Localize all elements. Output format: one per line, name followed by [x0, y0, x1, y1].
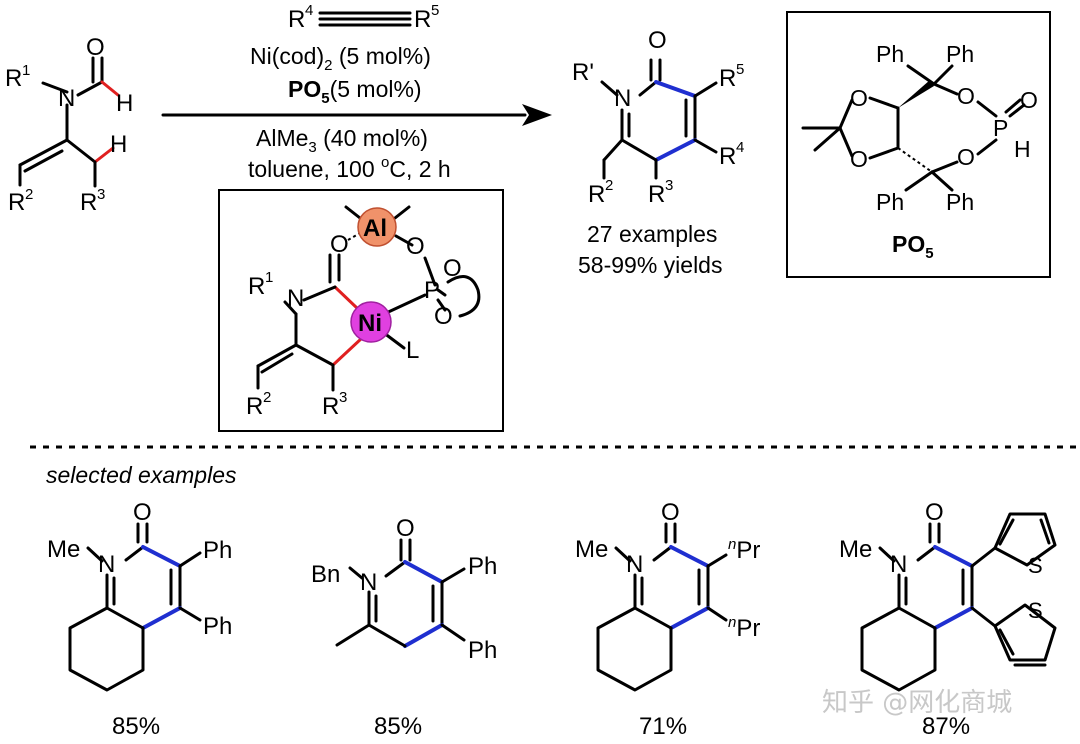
sm-r1: R: [5, 65, 22, 92]
sm-r3: R: [80, 189, 97, 216]
prod-r2: R: [588, 181, 605, 208]
cocatalyst-line: AlMe3 (40 mol%): [256, 125, 428, 156]
int-r2: R: [246, 393, 263, 420]
int-o-p: O: [406, 233, 425, 260]
ex2-ph-top: Ph: [468, 553, 497, 580]
prod-examples: 27 examples: [587, 221, 717, 247]
ligand-box: Ph Ph Ph Ph O O O O O P H PO5: [786, 11, 1051, 278]
ex4-yield: 87%: [922, 713, 970, 740]
example-1: O N Me Ph Ph 85%: [47, 499, 232, 740]
prod-r5: R: [719, 65, 736, 92]
ex1-ph-top: Ph: [203, 537, 232, 564]
lig-o2: O: [850, 146, 868, 172]
int-r3: R: [322, 393, 339, 420]
lig-ph4: Ph: [946, 189, 974, 215]
prod-n: N: [614, 85, 631, 112]
ex1-me: Me: [47, 536, 80, 563]
int-r2-sup: 2: [263, 389, 271, 406]
int-o-ring1: O: [443, 255, 462, 282]
ex1-ph-bottom: Ph: [203, 613, 232, 640]
ex4-s2: S: [1028, 598, 1043, 623]
prod-r4: R: [719, 143, 736, 170]
prod-r5-sup: 5: [736, 61, 744, 78]
aluminum-center: [357, 207, 397, 247]
prod-r4-sup: 4: [736, 139, 744, 156]
sm-r2: R: [8, 189, 25, 216]
int-o-ring2: O: [434, 303, 453, 330]
lig-p: P: [993, 115, 1008, 141]
lig-h: H: [1014, 136, 1031, 162]
int-o-carbonyl: O: [330, 231, 349, 258]
intermediate-box: Al Ni O O O O P L N R 1 R 2 R 3: [218, 189, 504, 432]
ex1-n: N: [98, 551, 115, 578]
int-r1: R: [248, 273, 265, 300]
alkyne-r5-sup: 5: [431, 2, 439, 19]
int-al: Al: [363, 215, 387, 242]
int-n: N: [287, 285, 304, 312]
example-3: O N Me nPr nPr 71%: [575, 499, 760, 740]
lig-ph3: Ph: [876, 189, 904, 215]
lig-ph2: Ph: [946, 41, 974, 67]
ex3-pr-top: nPr: [728, 536, 760, 564]
int-l: L: [406, 337, 419, 364]
int-p: P: [424, 277, 440, 304]
starting-material: R 1 N O H H R 2 R 3: [5, 34, 133, 216]
ex4-n: N: [890, 551, 907, 578]
lig-o5: O: [1020, 87, 1038, 113]
ex1-o: O: [133, 499, 152, 526]
example-2: O N Bn Ph Ph 85%: [311, 515, 497, 740]
alkyne-r4-sup: 4: [305, 2, 313, 19]
sm-h-formyl: H: [116, 90, 133, 117]
nickel-center: [350, 301, 392, 343]
prod-rprime: R': [572, 59, 594, 86]
int-r1-sup: 1: [265, 269, 273, 286]
product: O N R' R 5 R 4 R 2 R 3 27 examples 58-99…: [572, 27, 744, 278]
ex2-ph-bottom: Ph: [468, 637, 497, 664]
reagents: R 4 R 5 Ni(cod)2 (5 mol%) PO5(5 mol%) Al…: [161, 2, 552, 182]
ex2-bn: Bn: [311, 561, 340, 588]
ex2-yield: 85%: [374, 713, 422, 740]
lig-ph1: Ph: [876, 41, 904, 67]
lig-name: PO5: [892, 231, 934, 262]
selected-header: selected examples: [46, 462, 237, 488]
ligand-line: PO5(5 mol%): [288, 76, 422, 107]
sm-h-allyl: H: [110, 131, 127, 158]
int-r3-sup: 3: [339, 389, 347, 406]
ex4-s1: S: [1028, 553, 1043, 578]
ex3-me: Me: [575, 536, 608, 563]
sm-r2-sup: 2: [25, 186, 33, 203]
arrow-head: [522, 104, 552, 126]
lig-o3: O: [957, 83, 975, 109]
ex2-o: O: [396, 515, 415, 542]
sm-r1-sup: 1: [22, 62, 30, 79]
sm-o: O: [86, 34, 105, 61]
alkyne-r4: R: [288, 6, 305, 33]
prod-r3-sup: 3: [665, 177, 673, 194]
ex3-o: O: [661, 499, 680, 526]
ex1-yield: 85%: [112, 713, 160, 740]
example-4: O N Me S S 87%: [839, 499, 1057, 740]
sm-n: N: [58, 85, 75, 112]
ex4-me: Me: [839, 536, 872, 563]
prod-o: O: [648, 27, 667, 54]
prod-r2-sup: 2: [605, 177, 613, 194]
ex3-pr-bottom: nPr: [728, 614, 760, 642]
ex3-n: N: [626, 551, 643, 578]
alkyne-r5: R: [414, 6, 431, 33]
ex3-yield: 71%: [639, 713, 687, 740]
lig-o4: O: [957, 144, 975, 170]
ex4-o: O: [925, 499, 944, 526]
prod-r3: R: [648, 181, 665, 208]
sm-r3-sup: 3: [97, 186, 105, 203]
int-ni: Ni: [358, 310, 382, 337]
watermark: 知乎 @网化商城: [822, 688, 1012, 718]
ex2-n: N: [360, 569, 377, 596]
lig-o1: O: [850, 85, 868, 111]
conditions-line: toluene, 100 oC, 2 h: [248, 154, 451, 182]
prod-yields: 58-99% yields: [578, 252, 722, 278]
catalyst-line: Ni(cod)2 (5 mol%): [250, 43, 431, 74]
